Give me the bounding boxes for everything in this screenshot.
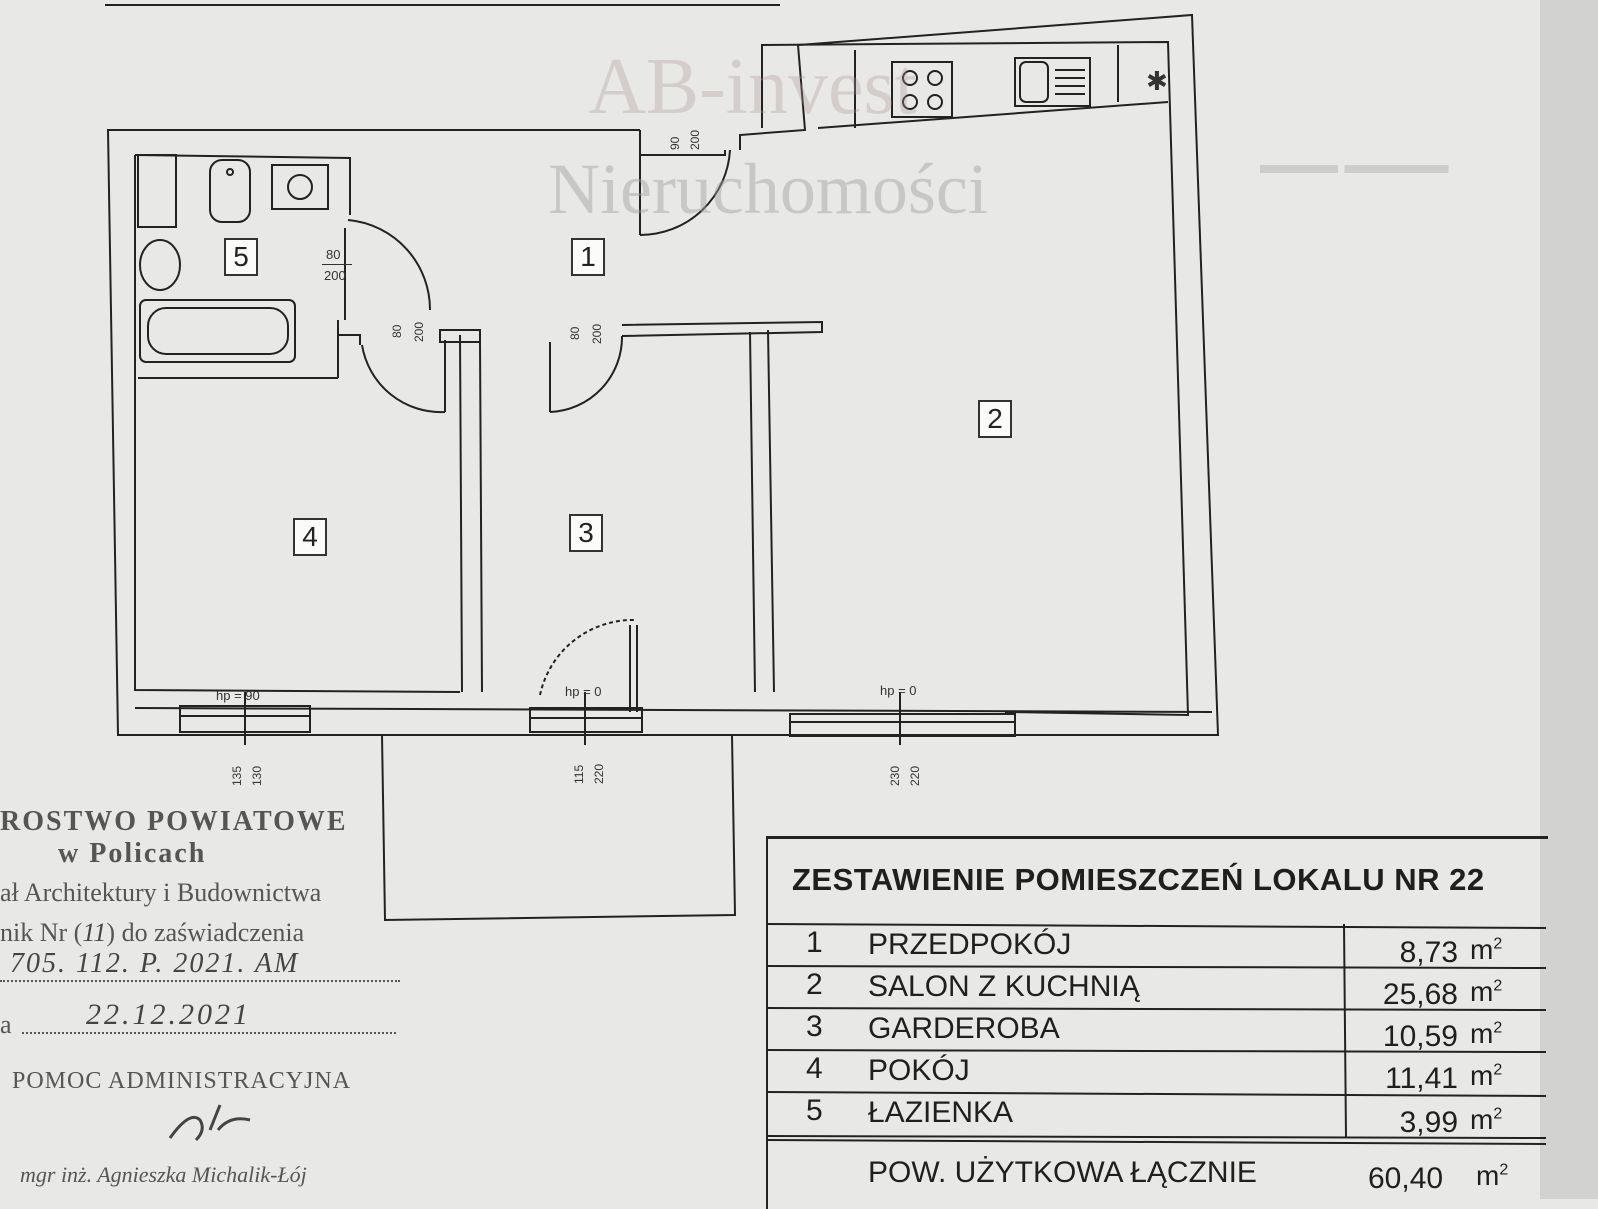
- window-dim-room3-width: 115: [572, 764, 586, 784]
- window-dim-room3-height: 220: [592, 763, 606, 784]
- paper-edge: [1540, 0, 1598, 1199]
- room-row-4-no: 4: [806, 1052, 823, 1085]
- room-row-1-unit: m2: [1470, 934, 1503, 965]
- stamp-annex-number: 11: [82, 918, 107, 947]
- door-dim-bath-height: 200: [324, 268, 346, 283]
- room-row-5-unit: m2: [1470, 1104, 1503, 1135]
- room-number-3: 3: [569, 514, 603, 552]
- window-dim-room4-height: 130: [250, 765, 264, 786]
- door-dim-entry-height: 200: [688, 129, 702, 150]
- stamp-annex-suffix: ) do zaświadczenia: [106, 918, 305, 947]
- room-row-1-area: 8,73: [1399, 936, 1458, 969]
- stamp-annex-label: nik Nr (: [0, 918, 83, 947]
- stamp-case-number: 705. 112. P. 2021. AM: [10, 948, 300, 979]
- dim-divider: [322, 264, 352, 265]
- room-schedule-title: ZESTAWIENIE POMIESZCZEŃ LOKALU NR 22: [792, 862, 1485, 897]
- stamp-line-2: w Policach: [58, 838, 207, 869]
- room-row-1-name: PRZEDPOKÓJ: [868, 928, 1072, 961]
- room-row-2-no: 2: [806, 968, 823, 1001]
- room-row-3-name: GARDEROBA: [868, 1012, 1060, 1045]
- total-area-label: POW. UŻYTKOWA ŁĄCZNIE: [868, 1156, 1257, 1189]
- vent-symbol: ✱: [1146, 67, 1168, 97]
- stamp-line-1: ROSTWO POWIATOWE: [0, 806, 348, 837]
- stamp-date: 22.12.2021: [86, 998, 251, 1031]
- room-row-3-area: 10,59: [1382, 1020, 1458, 1053]
- door-dim-room4-width: 80: [390, 324, 404, 338]
- room-row-3-unit: m2: [1470, 1018, 1503, 1049]
- room-row-2-name: SALON Z KUCHNIĄ: [868, 970, 1140, 1003]
- stamp-line-3: ał Architektury i Budownictwa: [0, 878, 322, 907]
- stamp-role: POMOC ADMINISTRACYJNA: [12, 1068, 352, 1094]
- room-row-5-name: ŁAZIENKA: [868, 1096, 1014, 1129]
- sill-height-room4: hp = 90: [216, 688, 260, 703]
- room-number-4: 4: [293, 518, 327, 556]
- signature: [168, 1104, 251, 1142]
- room-row-4-unit: m2: [1470, 1060, 1503, 1091]
- room-row-2-area: 25,68: [1382, 978, 1458, 1011]
- stamp-date-underline: [22, 1032, 396, 1034]
- room-row-4-name: POKÓJ: [868, 1054, 970, 1087]
- room-number-2: 2: [978, 400, 1012, 438]
- room-row-5-no: 5: [806, 1094, 823, 1127]
- window-dim-room2-width: 230: [888, 765, 902, 786]
- window-dim-room2-height: 220: [908, 765, 922, 786]
- door-dim-room3-width: 80: [568, 326, 582, 340]
- stamp-case-underline: [0, 980, 400, 982]
- door-dim-room3-height: 200: [590, 323, 604, 344]
- room-row-3-no: 3: [806, 1010, 823, 1043]
- watermark-subtitle: Nieruchomości: [548, 149, 988, 229]
- sill-height-room3: hp = 0: [565, 684, 602, 699]
- room-row-1-no: 1: [806, 926, 823, 959]
- room-row-5-area: 3,99: [1399, 1106, 1458, 1139]
- room-row-2-unit: m2: [1470, 976, 1503, 1007]
- total-area-unit: m2: [1476, 1160, 1509, 1191]
- room-number-5: 5: [224, 238, 258, 276]
- room-schedule-table: [766, 836, 1548, 1209]
- door-dim-bath-width: 80: [326, 247, 341, 262]
- sill-height-room2: hp = 0: [880, 683, 917, 698]
- total-area-value: 60,40: [1368, 1162, 1444, 1195]
- door-dim-entry-width: 90: [668, 136, 682, 150]
- room-number-1: 1: [571, 238, 605, 276]
- background-ghost-text: ▬▬▬ ▬▬▬▬: [1260, 150, 1449, 179]
- watermark-brand: AB-invest: [588, 43, 917, 131]
- stamp-line-4: nik Nr (11) do zaświadczenia: [0, 918, 304, 948]
- window-dim-room4-width: 135: [230, 765, 244, 786]
- table-grid: [766, 923, 1547, 1145]
- room-row-4-area: 11,41: [1385, 1062, 1458, 1095]
- stamp-date-prefix: a: [0, 1010, 12, 1039]
- stamp-signatory: mgr inż. Agnieszka Michalik-Łój: [20, 1162, 307, 1187]
- door-dim-room4-height: 200: [412, 321, 426, 342]
